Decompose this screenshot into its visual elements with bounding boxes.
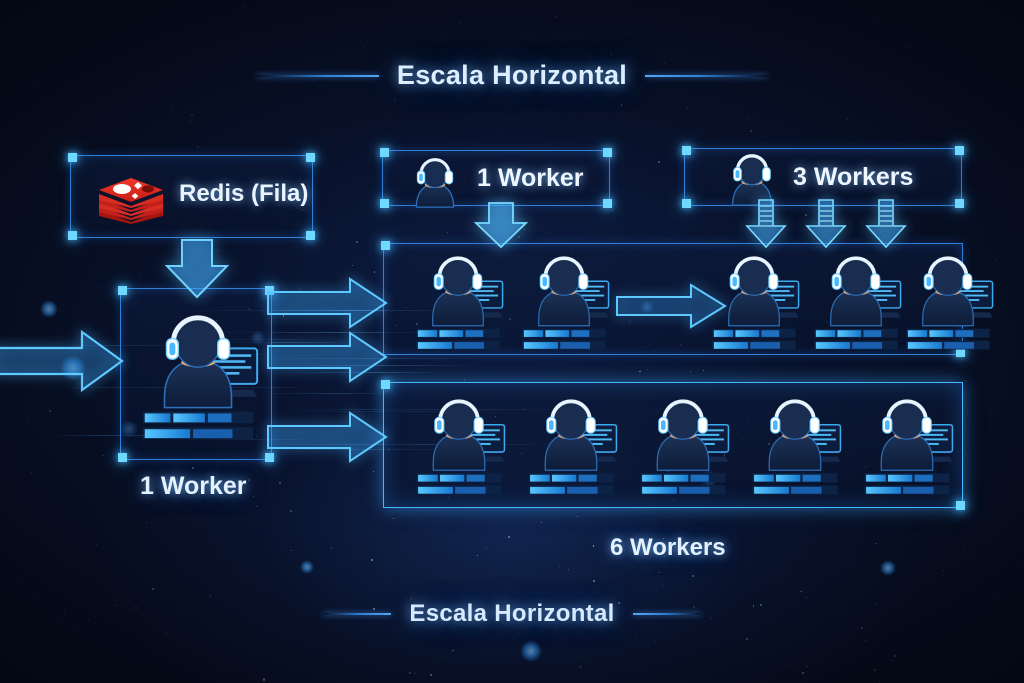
middle-row-flow-arrow (617, 283, 729, 329)
title-rule-right (645, 75, 767, 77)
redis-logo-icon (95, 172, 167, 224)
corner-accent-icon (380, 148, 389, 157)
legend-one-worker-box[interactable]: 1 Worker (382, 150, 610, 206)
footer-caption: Escala Horizontal (0, 600, 1024, 628)
redis-queue-box[interactable]: Redis (Fila) (70, 155, 313, 238)
corner-accent-icon (955, 199, 964, 208)
worker-headset-icon (742, 389, 848, 503)
bottom-row-workers (384, 383, 962, 507)
worker-to-cluster-arrow (268, 330, 390, 384)
worker-headset-icon (406, 389, 512, 503)
worker-headset-icon (406, 248, 510, 356)
single-worker-label: 1 Worker (140, 472, 247, 501)
bottom-cluster-label: 6 Workers (610, 534, 726, 562)
page-title: Escala Horizontal (0, 60, 1024, 91)
worker-headset-icon (723, 151, 781, 207)
caption-text: Escala Horizontal (409, 600, 614, 628)
corner-accent-icon (68, 231, 77, 240)
legend-three-workers-label: 3 Workers (793, 163, 913, 192)
bottom-worker-cluster[interactable] (383, 382, 963, 508)
worker-to-cluster-arrow (268, 276, 390, 330)
queue-to-worker-arrow (164, 240, 230, 300)
worker-headset-icon (854, 389, 960, 503)
legend-three-workers-box[interactable]: 3 Workers (684, 148, 962, 206)
worker-headset-icon (129, 305, 267, 447)
title-text: Escala Horizontal (397, 60, 627, 91)
corner-accent-icon (955, 146, 964, 155)
worker-headset-icon (804, 248, 908, 356)
scale-one-arrow (473, 203, 529, 249)
title-rule-left (257, 75, 379, 77)
worker-headset-icon (518, 389, 624, 503)
single-worker-node[interactable] (120, 288, 272, 460)
scale-three-arrow (744, 200, 788, 248)
scale-three-arrow (804, 200, 848, 248)
corner-accent-icon (118, 286, 127, 295)
legend-one-worker-label: 1 Worker (477, 164, 584, 193)
worker-headset-icon (896, 248, 1000, 356)
worker-to-cluster-arrow (268, 410, 390, 464)
corner-accent-icon (682, 199, 691, 208)
corner-accent-icon (68, 153, 77, 162)
inbound-request-arrow (0, 322, 126, 400)
corner-accent-icon (118, 453, 127, 462)
corner-accent-icon (306, 231, 315, 240)
corner-accent-icon (380, 199, 389, 208)
scale-three-arrow (864, 200, 908, 248)
worker-headset-icon (407, 155, 463, 209)
caption-rule-left (323, 613, 391, 615)
worker-headset-icon (630, 389, 736, 503)
corner-accent-icon (603, 148, 612, 157)
worker-headset-icon (512, 248, 616, 356)
corner-accent-icon (603, 199, 612, 208)
corner-accent-icon (306, 153, 315, 162)
corner-accent-icon (682, 146, 691, 155)
caption-rule-right (633, 613, 701, 615)
redis-queue-label: Redis (Fila) (179, 180, 308, 208)
